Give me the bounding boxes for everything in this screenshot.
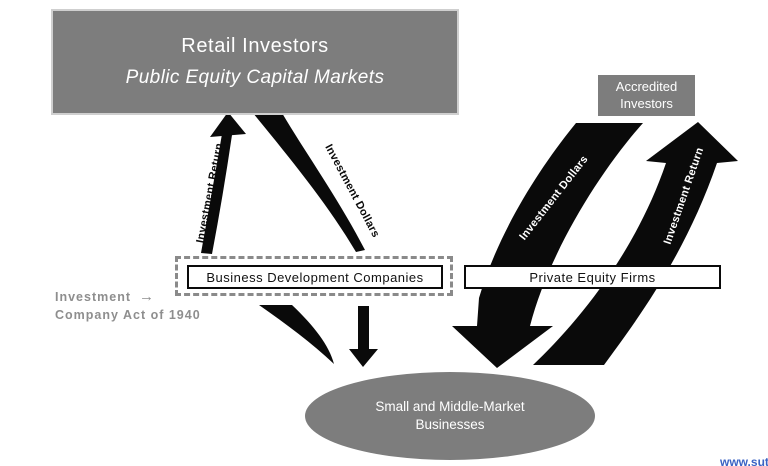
pe-investment-dollars-arrow [452,123,643,368]
watermark-link[interactable]: www.sut [720,455,768,466]
investment-company-act-label: Investment → Company Act of 1940 [55,287,201,323]
left-investment-return-arrowhead-icon [210,112,246,137]
accredited-line1: Accredited [615,79,678,95]
pe-investment-return-arrow [533,122,738,365]
bdc-dollars-down-arrow [349,306,378,367]
business-development-companies-box: Business Development Companies [187,265,443,289]
left-investment-dollars-curve [253,113,365,252]
small-middle-market-ellipse: Small and Middle-Market Businesses [305,372,595,460]
act-1940-dashed-border [175,256,453,296]
accredited-investors-box: Accredited Investors [598,75,695,116]
bdc-return-swoosh [259,305,334,364]
ellipse-text-line2: Businesses [415,417,485,432]
right-arrow-icon: → [139,288,154,305]
private-equity-firms-box: Private Equity Firms [464,265,721,289]
bdc-label: Business Development Companies [206,269,424,285]
left-investment-return-arrow [201,134,232,254]
act-label-line1: Investment [55,289,131,304]
retail-investors-title: Retail Investors [181,35,329,57]
retail-investors-box: Retail Investors Public Equity Capital M… [51,9,459,115]
pe-label: Private Equity Firms [529,269,656,285]
ellipse-text-line1: Small and Middle-Market [375,398,525,414]
public-equity-subtitle: Public Equity Capital Markets [125,67,385,88]
act-label-line2: Company Act of 1940 [55,307,201,322]
accredited-line2: Investors [620,95,673,111]
